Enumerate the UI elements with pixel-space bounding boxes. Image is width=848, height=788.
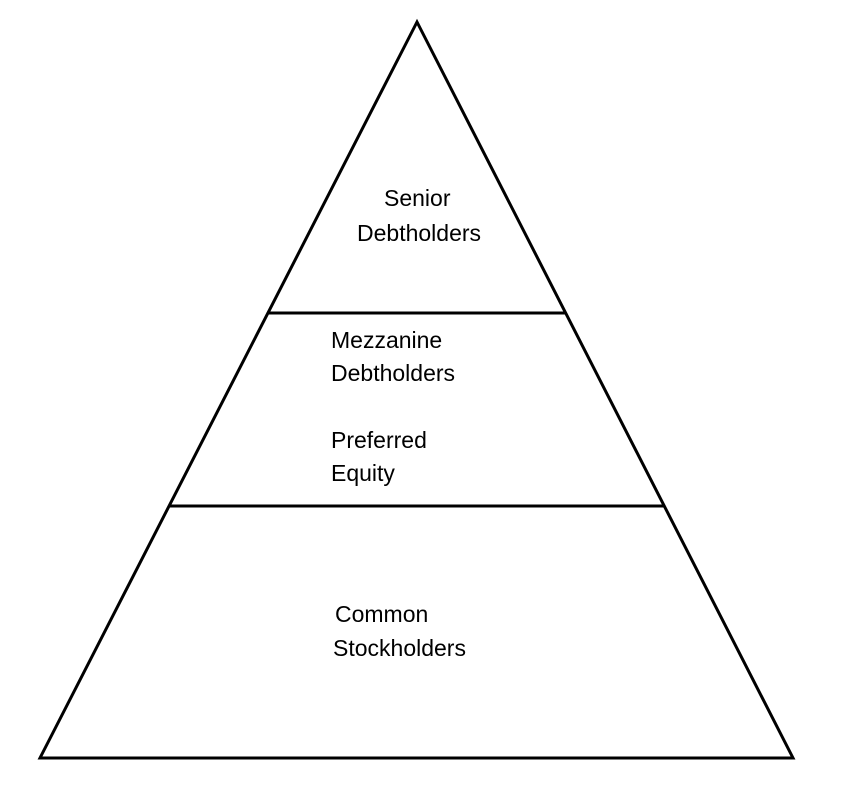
tier-label-line: Mezzanine <box>331 327 442 353</box>
tier-label-line: Stockholders <box>333 635 466 661</box>
tier-label-line: Debtholders <box>357 220 481 246</box>
pyramid-outline <box>37 18 796 760</box>
tier-common-stock: Common Stockholders <box>333 601 466 661</box>
tier-label-line: Equity <box>331 460 395 486</box>
tier-label-line: Preferred <box>331 427 427 453</box>
tier-mezzanine-preferred: Mezzanine Debtholders Preferred Equity <box>331 327 455 486</box>
tier-label-line: Common <box>335 601 428 627</box>
tier-label-line: Debtholders <box>331 360 455 386</box>
tier-label-line: Senior <box>384 185 451 211</box>
tier-senior-debt: Senior Debtholders <box>357 185 481 246</box>
